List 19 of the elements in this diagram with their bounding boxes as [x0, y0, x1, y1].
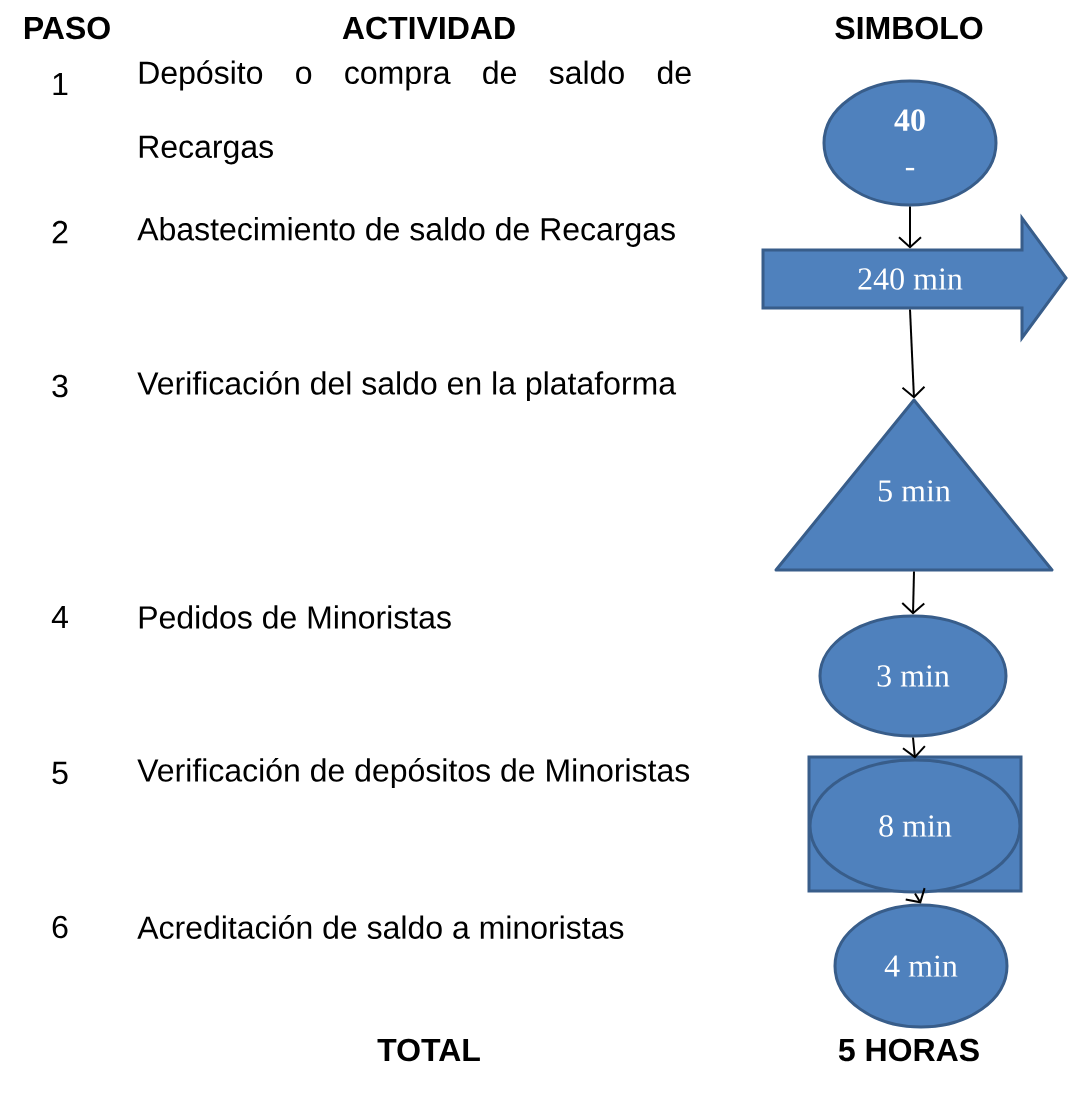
step-number: 5	[52, 761, 68, 785]
step-number: 3	[52, 374, 68, 398]
activity-text: Verificación de depósitos de Minoristas	[137, 757, 690, 789]
activity-text: Depósito o compra de saldo de Recargas	[139, 60, 691, 165]
step-number: 1	[53, 73, 68, 95]
arrow	[898, 205, 922, 249]
column-heading: ACTIVIDAD	[342, 16, 515, 40]
column-heading: PASO	[25, 16, 110, 40]
activity-text: Verificación del saldo en la plataforma	[137, 370, 677, 402]
total-label: TOTAL	[377, 1038, 480, 1062]
column-heading: SIMBOLO	[835, 16, 983, 40]
arrow	[901, 308, 926, 399]
activity-text: Abastecimiento de saldo de Recargas	[137, 217, 675, 247]
step-number: 4	[51, 606, 68, 628]
step-number: 6	[52, 915, 68, 939]
step-number: 2	[52, 220, 68, 244]
activity-text: Pedidos de Minoristas	[139, 605, 451, 629]
activity-text: Acreditación de saldo a minoristas	[137, 915, 624, 939]
arrow	[901, 570, 926, 615]
